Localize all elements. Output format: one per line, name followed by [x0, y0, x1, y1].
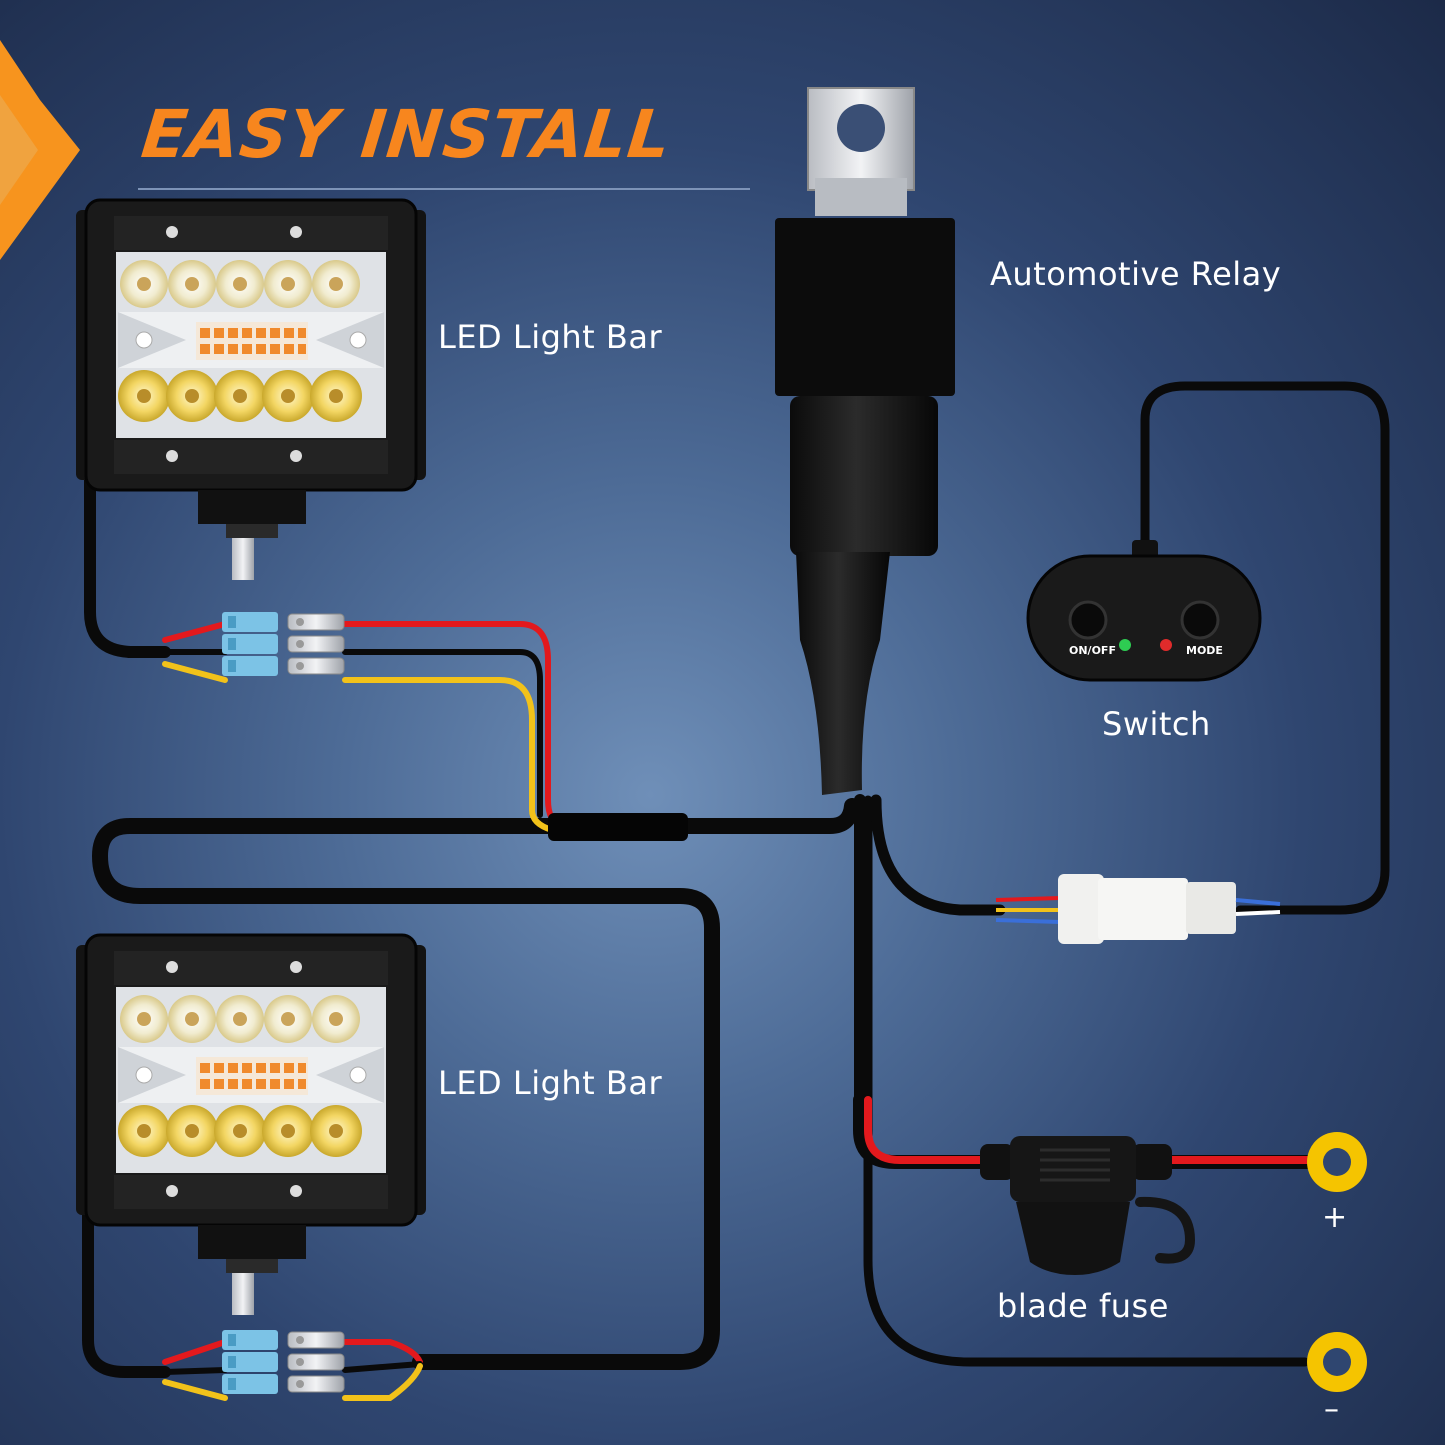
- heat-shrink-sleeve: [548, 813, 688, 841]
- mode-label: MODE: [1186, 644, 1223, 657]
- led-light-bar-bottom: [74, 933, 428, 1317]
- red-indicator: [1160, 639, 1172, 651]
- corner-accent: [0, 40, 80, 260]
- blade-fuse: [980, 1136, 1196, 1275]
- switch-plug-connector: [995, 874, 1281, 944]
- label-automotive-relay: Automotive Relay: [990, 255, 1282, 293]
- label-led-light-bar-top: LED Light Bar: [438, 318, 663, 356]
- harness-wires: [82, 381, 1390, 1378]
- automotive-relay: [775, 87, 955, 795]
- power-wire-red: [864, 1096, 1314, 1164]
- negative-ring-terminal: [1307, 1332, 1367, 1392]
- on-off-button[interactable]: [1068, 600, 1108, 640]
- mode-button[interactable]: [1180, 600, 1220, 640]
- negative-sign: –: [1324, 1392, 1339, 1427]
- green-indicator: [1119, 639, 1131, 651]
- blue-connector-bottom: [221, 1329, 345, 1395]
- title-divider: [138, 188, 750, 190]
- label-blade-fuse: blade fuse: [997, 1287, 1169, 1325]
- label-led-light-bar-bottom: LED Light Bar: [438, 1064, 663, 1102]
- positive-sign: +: [1322, 1200, 1348, 1235]
- on-off-label: ON/OFF: [1069, 644, 1116, 657]
- page-title: EASY INSTALL: [137, 96, 675, 173]
- corner-accent-inner: [0, 95, 38, 205]
- blue-connector-top: [221, 611, 345, 677]
- label-switch: Switch: [1102, 705, 1211, 743]
- switch-panel: [1026, 540, 1262, 682]
- led-light-bar-top: [74, 198, 428, 582]
- positive-ring-terminal: [1307, 1132, 1367, 1192]
- wires-top: [162, 621, 563, 833]
- wires-bottom: [162, 1339, 423, 1401]
